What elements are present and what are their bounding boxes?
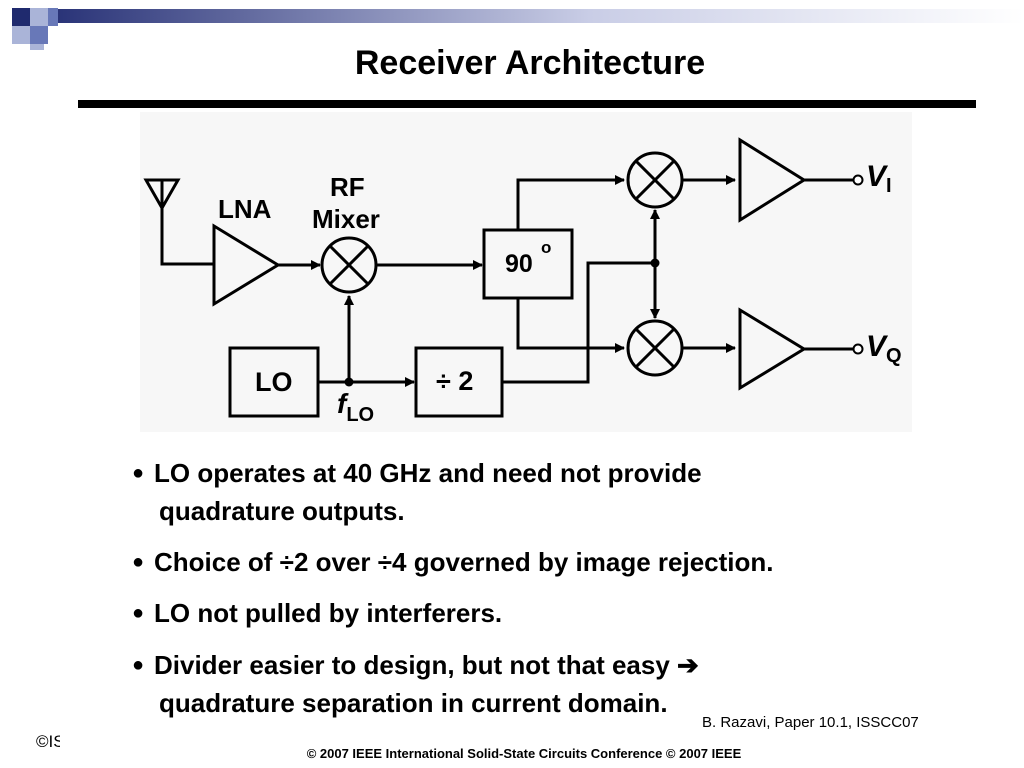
lna-label: LNA — [218, 194, 272, 224]
vi-v: V — [866, 160, 887, 193]
q-output-amplifier — [738, 307, 807, 391]
bullet-dot: ● — [132, 462, 145, 484]
i-output-amplifier — [738, 137, 807, 223]
lo-label: LO — [255, 367, 293, 397]
vq-terminal — [852, 343, 864, 355]
phase-shifter-block — [482, 228, 574, 300]
phase-shift-label: 90 — [505, 250, 533, 278]
lo-split-node-dot — [650, 258, 660, 268]
corner-copyright: ©ISSCC — [36, 732, 60, 751]
citation: B. Razavi, Paper 10.1, ISSCC07 — [702, 714, 919, 731]
corner-decoration — [0, 8, 1024, 50]
bullet-text: LO operates at 40 GHz and need not provi… — [154, 458, 702, 488]
vi-subscript: I — [886, 175, 892, 197]
vi-terminal — [852, 174, 864, 186]
mixer-label: Mixer — [312, 204, 380, 234]
vi-label: VI — [866, 160, 892, 197]
bullet-dot: ● — [132, 551, 145, 573]
flo-subscript: LO — [346, 404, 375, 426]
i-mixer — [626, 151, 684, 209]
vq-v: V — [866, 330, 887, 363]
bullet-text: Divider easier to design, but not that e… — [154, 650, 699, 680]
rf-label: RF — [330, 172, 365, 202]
footer-copyright: © 2007 IEEE International Solid-State Ci… — [306, 746, 742, 761]
rf-mixer — [320, 236, 378, 294]
flo-f: f — [337, 388, 347, 419]
q-mixer — [626, 319, 684, 377]
antenna-icon — [143, 178, 214, 266]
title-underline — [78, 100, 976, 108]
bullet-dot: ● — [132, 654, 145, 676]
degree-symbol: o — [541, 238, 552, 257]
vq-label: VQ — [866, 330, 902, 367]
bullet-text-continued: quadrature separation in current domain. — [159, 688, 668, 718]
bullet-text: Choice of ÷2 over ÷4 governed by image r… — [154, 547, 774, 577]
flo-label: fLO — [337, 388, 374, 426]
divider-label: ÷ 2 — [436, 366, 474, 396]
divider-block — [414, 346, 504, 418]
slide-title: Receiver Architecture — [354, 44, 706, 82]
vq-subscript: Q — [886, 345, 902, 367]
flo-node-dot — [344, 377, 354, 387]
bullet-dot: ● — [132, 602, 145, 624]
bullet-text: LO not pulled by interferers. — [154, 598, 503, 628]
bullet-text-continued: quadrature outputs. — [159, 496, 405, 526]
lna-amplifier — [212, 223, 281, 307]
